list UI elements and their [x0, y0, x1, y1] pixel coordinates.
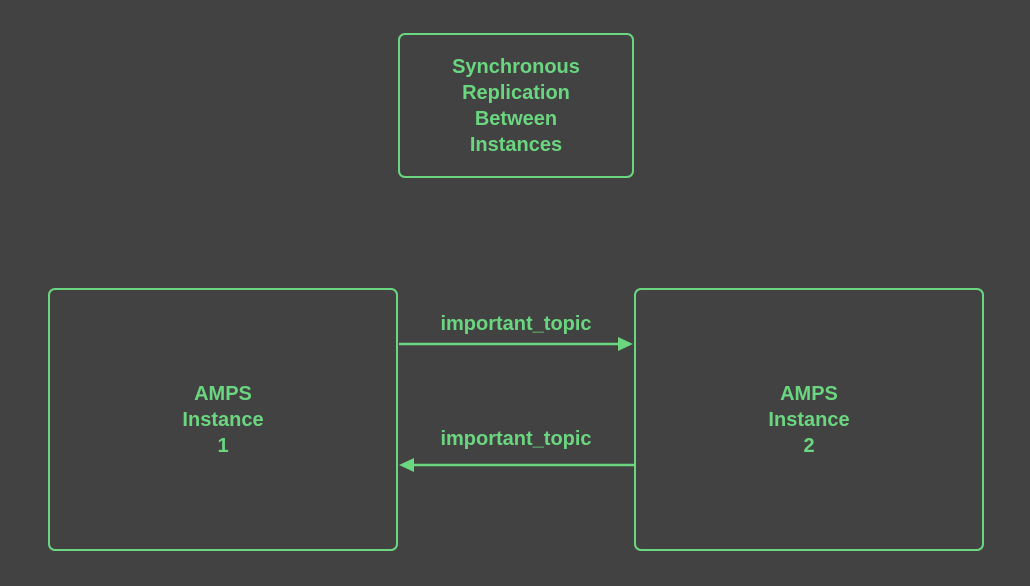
instance-2-line: AMPS: [780, 382, 838, 405]
arrow-back-head: [399, 458, 414, 472]
title-line: Synchronous: [452, 55, 580, 78]
instance-2-label: AMPS Instance 2: [768, 381, 849, 459]
amps-instance-1-box: AMPS Instance 1: [48, 288, 398, 551]
arrow-forward: [399, 337, 633, 351]
title-line: Instances: [469, 133, 563, 156]
instance-1-line: AMPS: [194, 382, 252, 405]
arrow-back-label: important_topic: [440, 428, 592, 450]
title-box: Synchronous Replication Between Instance…: [398, 33, 634, 178]
instance-1-label: AMPS Instance 1: [182, 381, 263, 459]
instance-2-line: Instance: [768, 408, 850, 431]
title-text: Synchronous Replication Between Instance…: [452, 54, 580, 158]
arrow-forward-label: important_topic: [440, 313, 592, 335]
instance-1-line: Instance: [182, 408, 264, 431]
arrow-back: [399, 458, 634, 472]
arrow-forward-head: [618, 337, 633, 351]
amps-instance-2-box: AMPS Instance 2: [634, 288, 984, 551]
instance-2-line: 2: [803, 434, 815, 457]
title-line: Between: [474, 107, 558, 130]
title-line: Replication: [462, 81, 570, 104]
instance-1-line: 1: [217, 434, 229, 457]
